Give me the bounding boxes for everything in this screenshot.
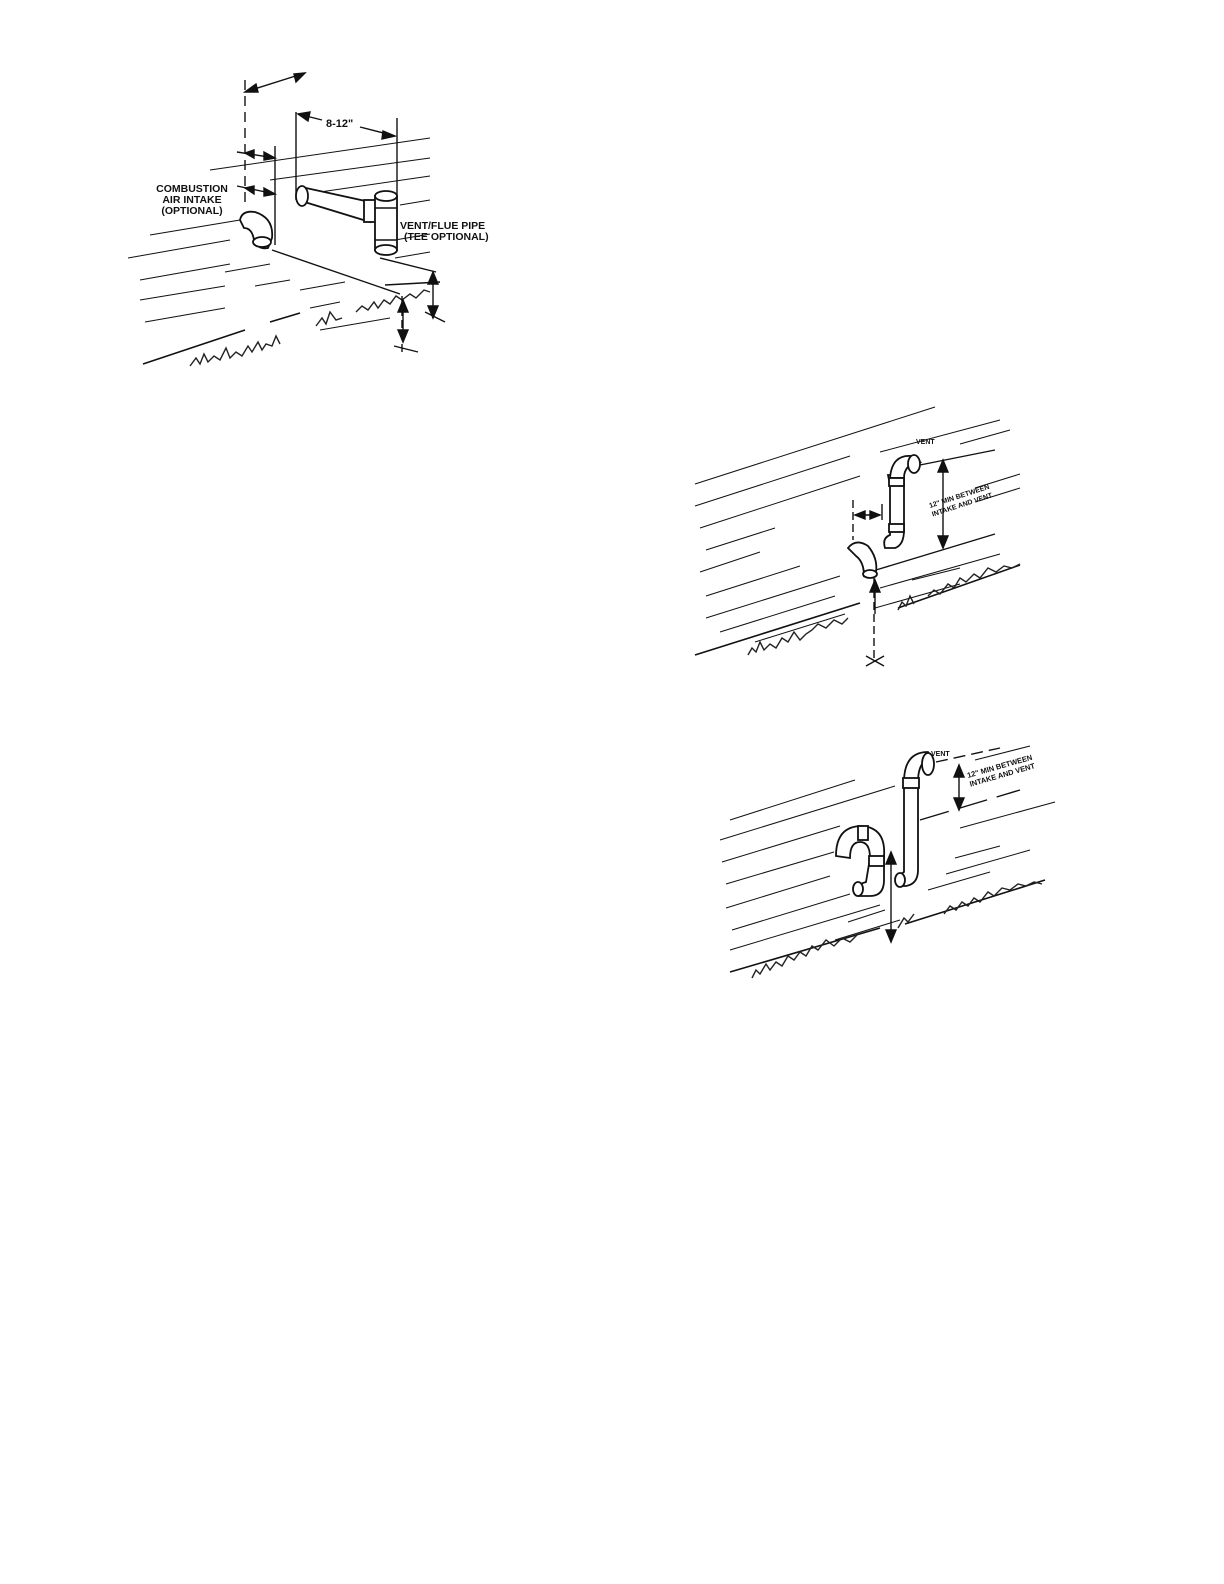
vent-label-3: VENT	[931, 751, 950, 758]
grade-line-3	[730, 880, 1045, 972]
grade-line-2	[695, 565, 1020, 655]
wall-siding-lines-2	[695, 407, 1020, 642]
grade-clearance-2	[866, 578, 884, 666]
vent-pipe-3	[895, 752, 934, 887]
grade-clearance-3	[886, 852, 896, 942]
intake-elbow	[240, 212, 272, 249]
min-clearance-label-3: 12" MIN BETWEEN INTAKE AND VENT	[966, 753, 1036, 789]
intake-elbow-2	[848, 542, 877, 578]
offset-dimension-2	[853, 500, 882, 540]
figure-horizontal-vent: 8-12"	[128, 73, 489, 366]
vent-label-2: VENT	[916, 439, 935, 446]
ground-vegetation	[190, 290, 430, 366]
intake-label-line3: (OPTIONAL)	[161, 205, 222, 217]
vent-label-line2: (TEE OPTIONAL)	[404, 231, 489, 243]
vent-pipe	[296, 186, 397, 255]
ground-vegetation-2	[748, 564, 1020, 655]
min-clearance-label-2: 12" MIN BETWEEN INTAKE AND VENT	[928, 484, 994, 519]
figure-vertical-offset: VENT 12" MIN BETWEEN INTAKE AND VENT	[695, 407, 1020, 666]
clearance-dimensions	[272, 250, 445, 352]
figure-periscope: VENT 12" MIN BETWEEN INTAKE AND VENT	[720, 746, 1055, 978]
vent-pipe-2	[884, 455, 920, 548]
spacing-label: 8-12"	[326, 118, 353, 130]
intake-periscope-3	[836, 826, 884, 896]
